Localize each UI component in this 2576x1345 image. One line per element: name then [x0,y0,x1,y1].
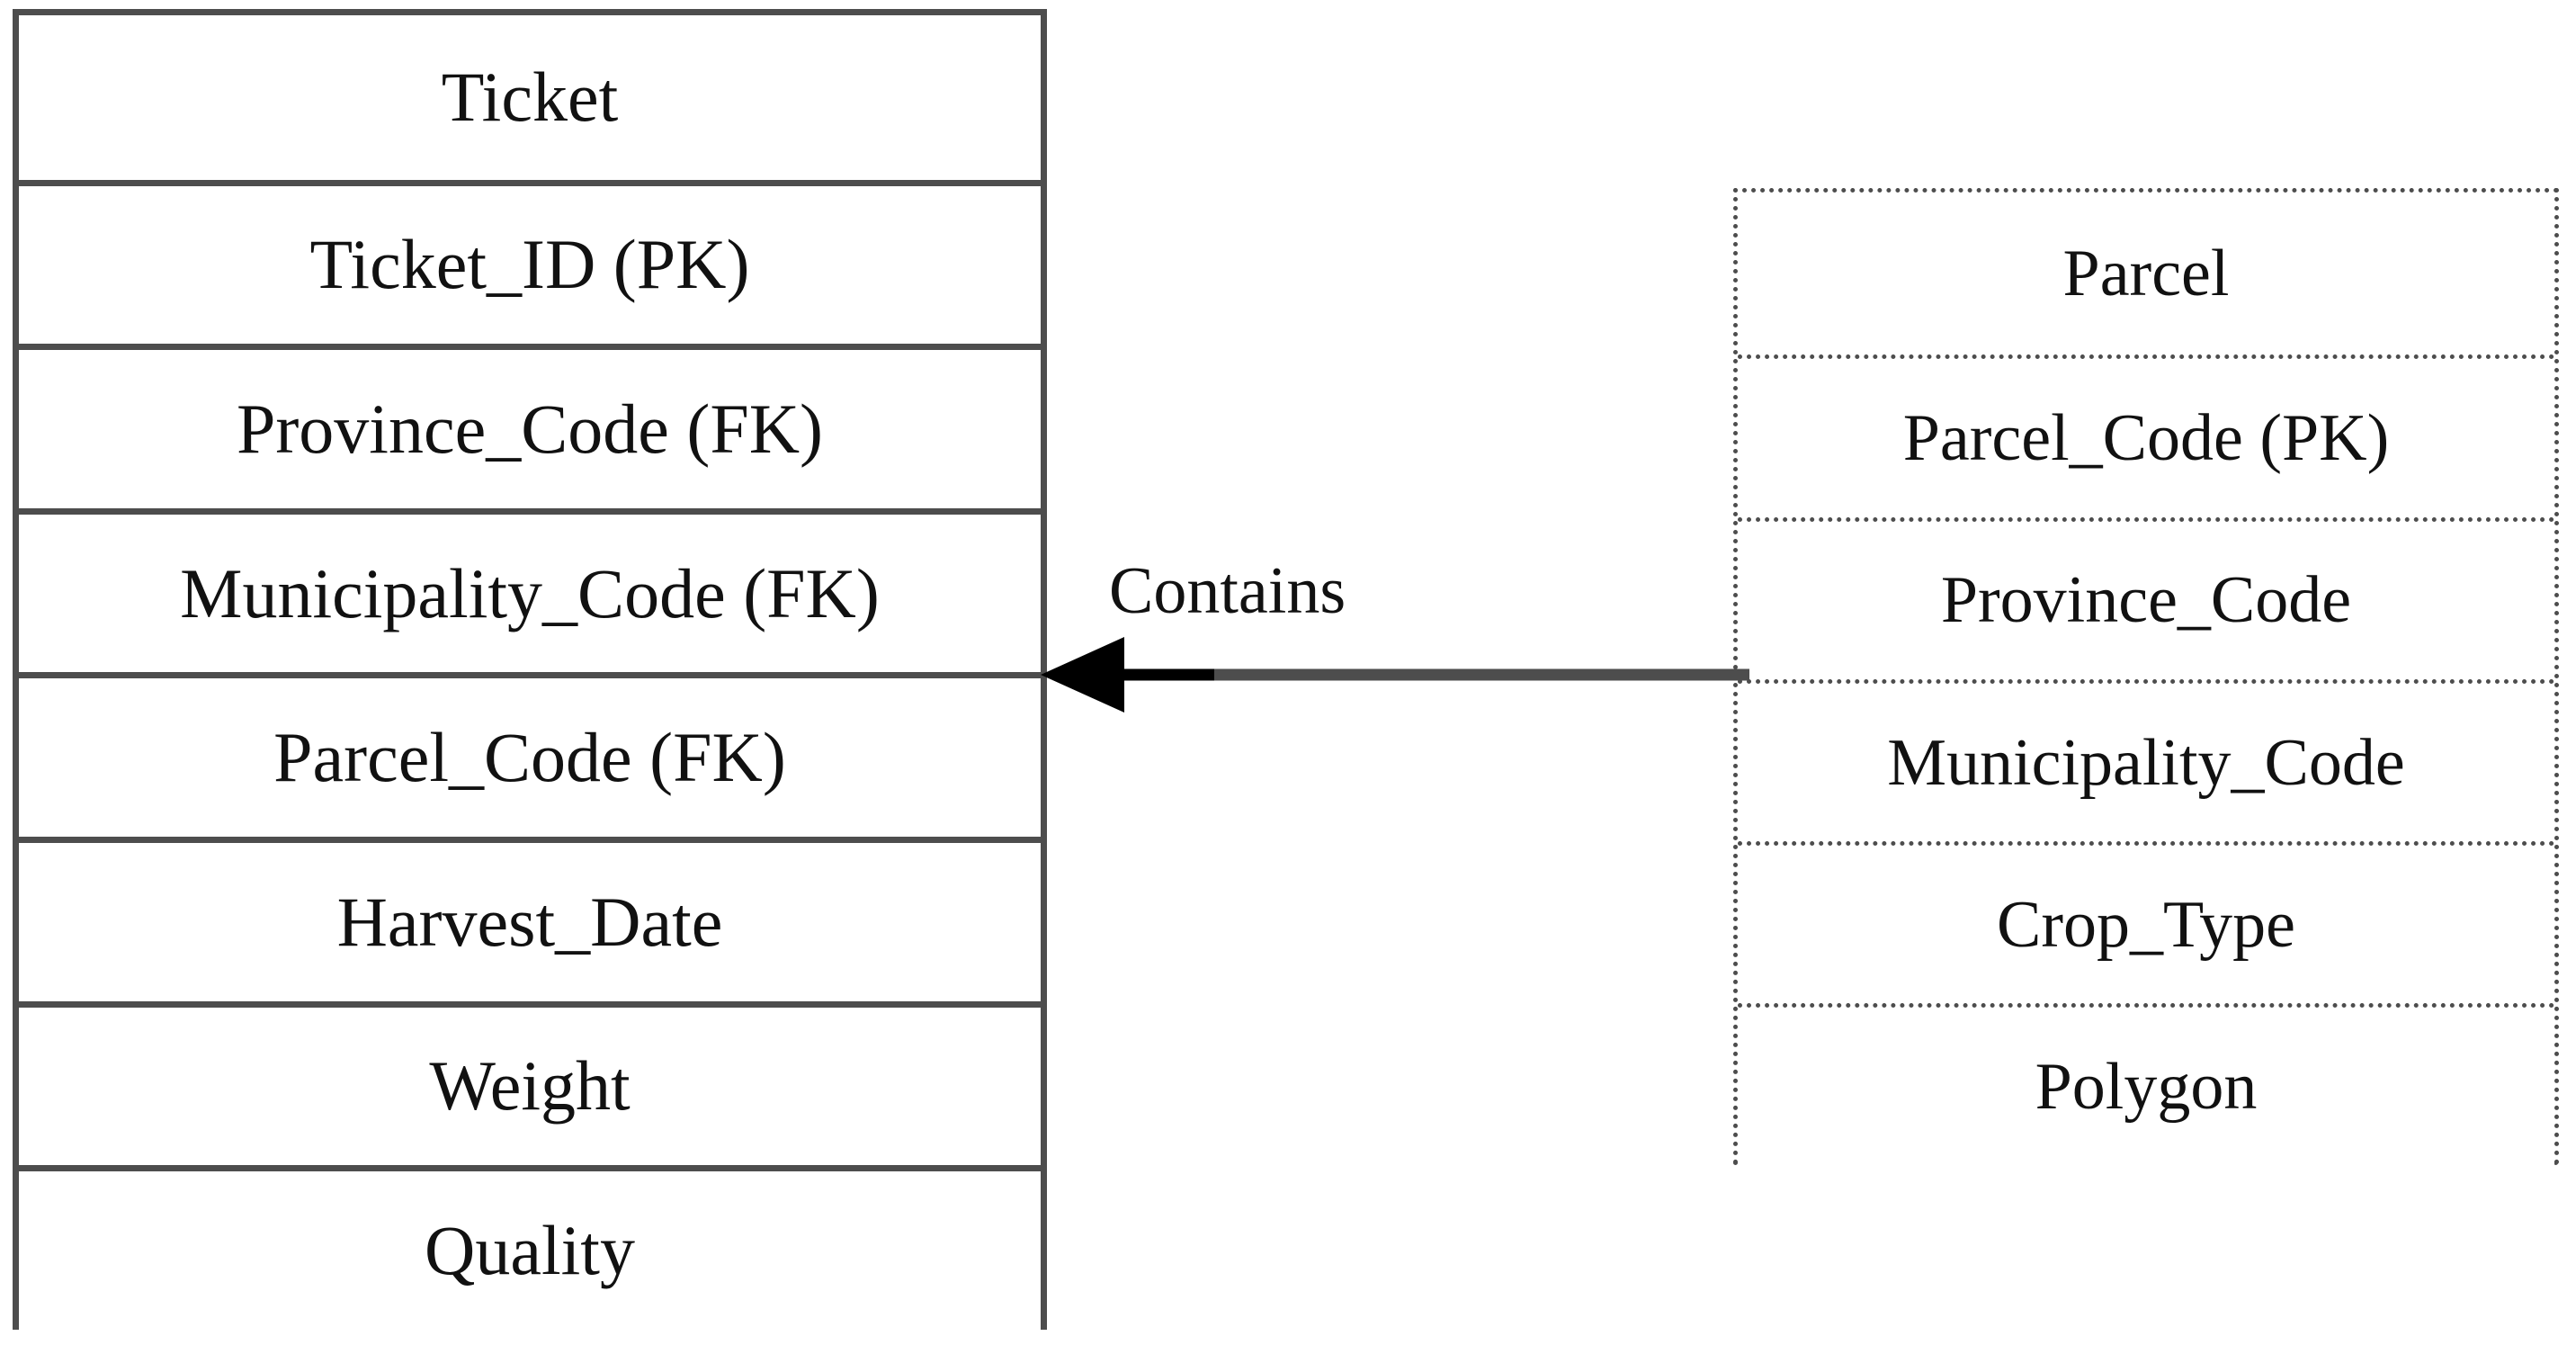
arrowhead-left-icon [1041,637,1124,713]
entity-ticket-attribute-row: Ticket_ID (PK) [19,179,1041,345]
attribute-parcel-province-code: Province_Code [1940,563,2352,638]
entity-parcel-attribute-row: Parcel_Code (PK) [1738,354,2554,517]
entity-ticket-title: Ticket [441,58,619,137]
entity-ticket-header: Ticket [19,15,1041,180]
entity-parcel-attribute-row: Crop_Type [1738,841,2554,1004]
attribute-quality: Quality [425,1210,635,1289]
attribute-weight: Weight [429,1046,631,1125]
entity-parcel-attribute-row: Municipality_Code [1738,678,2554,842]
attribute-parcel-code: Parcel_Code (FK) [273,718,786,797]
relationship-contains-connector [1041,637,1749,713]
relationship-contains-label: Contains [1109,554,1346,628]
attribute-polygon: Polygon [2035,1050,2258,1125]
attribute-crop-type: Crop_Type [1997,887,2295,962]
attribute-harvest-date: Harvest_Date [336,882,723,961]
attribute-parcel-code-pk: Parcel_Code (PK) [1902,400,2390,475]
entity-ticket[interactable]: Ticket Ticket_ID (PK) Province_Code (FK)… [13,9,1047,1330]
entity-parcel-header: Parcel [1738,193,2554,355]
relationship-contains[interactable]: Contains [1039,558,1749,720]
entity-parcel-attribute-row: Province_Code [1738,516,2554,679]
attribute-ticket-id: Ticket_ID (PK) [309,225,750,304]
attribute-parcel-municipality-code: Municipality_Code [1887,725,2405,800]
entity-parcel-title: Parcel [2062,237,2230,311]
entity-ticket-attribute-row: Weight [19,1000,1041,1166]
entity-parcel[interactable]: Parcel Parcel_Code (PK) Province_Code Mu… [1733,188,2559,1166]
entity-ticket-attribute-row: Harvest_Date [19,836,1041,1001]
entity-ticket-attribute-row: Province_Code (FK) [19,344,1041,508]
entity-ticket-attribute-row: Municipality_Code (FK) [19,507,1041,673]
attribute-municipality-code: Municipality_Code (FK) [180,553,880,632]
attribute-province-code: Province_Code (FK) [236,389,824,468]
entity-parcel-attribute-row: Polygon [1738,1003,2554,1166]
entity-ticket-attribute-row: Parcel_Code (FK) [19,672,1041,837]
entity-ticket-attribute-row: Quality [19,1165,1041,1330]
